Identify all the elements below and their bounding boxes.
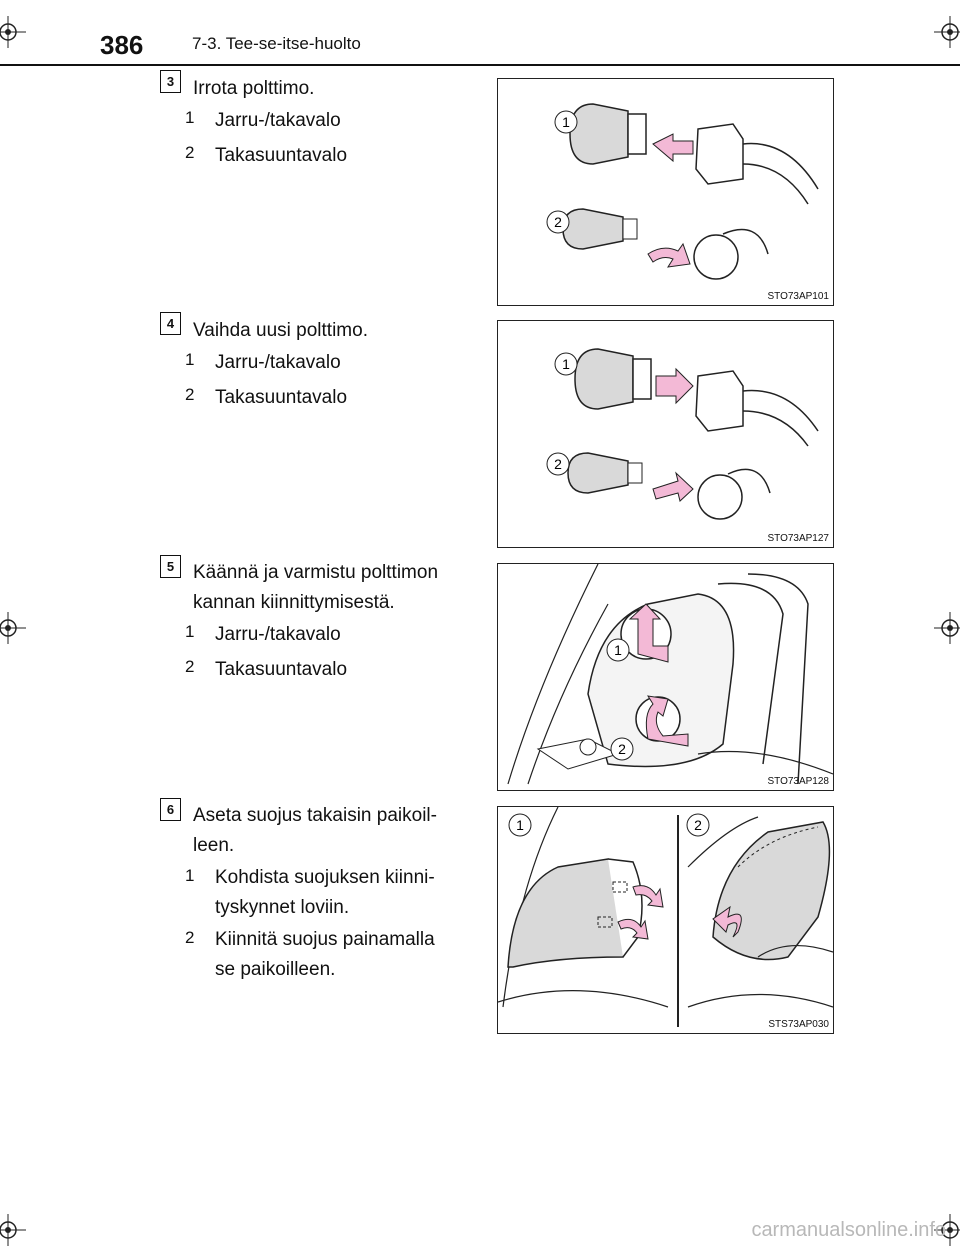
callout-label: 1: [562, 114, 570, 130]
page-number: 386: [100, 30, 144, 60]
callout-label: 1: [516, 817, 524, 833]
item-number: 2: [185, 928, 195, 947]
step-instruction: Irrota polttimo.: [193, 78, 315, 99]
crop-mark-icon: [934, 612, 960, 644]
callout-label: 2: [554, 456, 562, 472]
figure-code: STO73AP101: [767, 291, 829, 302]
figure-bulb-rotate: 1 2 STO73AP128: [497, 563, 834, 791]
callout-label: 1: [614, 642, 622, 658]
figure-bulb-install: 1 2 STO73AP127: [497, 320, 834, 548]
item-number: 2: [185, 143, 195, 162]
step-instruction: Aseta suojus takaisin paikoil- leen.: [193, 801, 477, 861]
item-label-line: tyskynnet loviin.: [215, 897, 350, 918]
step-number-badge: 6: [160, 798, 181, 821]
step-instruction: Vaihda uusi polttimo.: [193, 320, 368, 341]
item-label: Jarru-/takavalo: [215, 110, 341, 131]
item-label: Jarru-/takavalo: [215, 624, 341, 645]
item-number: 2: [185, 657, 195, 676]
figure-bulb-removal: 1 2 STO73AP101: [497, 78, 834, 306]
figure-code: STO73AP128: [767, 776, 829, 787]
item-label-line: Kiinnitä suojus painamalla: [215, 929, 435, 950]
cover-install-illustration: 1 2: [498, 807, 833, 1027]
callout-label: 2: [554, 214, 562, 230]
figure-code: STO73AP127: [767, 533, 829, 544]
figure-code: STS73AP030: [768, 1019, 829, 1030]
step-number-badge: 4: [160, 312, 181, 335]
item-number: 2: [185, 385, 195, 404]
taillight-housing-illustration: 1 2: [507, 564, 833, 785]
bulb-removal-illustration: 1 2: [546, 103, 819, 280]
item-label: Jarru-/takavalo: [215, 352, 341, 373]
crop-mark-icon: [934, 1214, 960, 1246]
item-label: Takasuuntavalo: [215, 145, 348, 166]
bulb-install-illustration: 1 2: [546, 348, 819, 520]
item-label: Kohdista suojuksen kiinni- tyskynnet lov…: [215, 863, 477, 923]
step-instruction-line: Aseta suojus takaisin paikoil-: [193, 805, 437, 826]
step-number-badge: 5: [160, 555, 181, 578]
step-instruction-line: Käännä ja varmistu polttimon: [193, 562, 439, 583]
item-label-line: se paikoilleen.: [215, 959, 336, 980]
figure-cover-install: 1 2 STS73AP030: [497, 806, 834, 1034]
crop-mark-icon: [0, 1214, 26, 1246]
watermark: carmanualsonline.info: [751, 1219, 946, 1241]
step-instruction: Käännä ja varmistu polttimon kannan kiin…: [193, 558, 477, 618]
crop-mark-icon: [0, 612, 26, 644]
section-title: 7-3. Tee-se-itse-huolto: [192, 34, 361, 53]
item-number: 1: [185, 108, 195, 127]
item-number: 1: [185, 622, 195, 641]
item-number: 1: [185, 866, 195, 885]
callout-label: 1: [562, 356, 570, 372]
crop-mark-icon: [0, 16, 26, 48]
step-instruction-line: leen.: [193, 835, 235, 856]
item-label-line: Kohdista suojuksen kiinni-: [215, 867, 435, 888]
callout-label: 2: [694, 817, 702, 833]
item-label: Kiinnitä suojus painamalla se paikoillee…: [215, 925, 477, 985]
step-number-badge: 3: [160, 70, 181, 93]
item-label: Takasuuntavalo: [215, 387, 348, 408]
callout-label: 2: [618, 741, 626, 757]
item-label: Takasuuntavalo: [215, 659, 348, 680]
header-rule: [0, 64, 960, 66]
item-number: 1: [185, 350, 195, 369]
step-instruction-line: kannan kiinnittymisestä.: [193, 592, 395, 613]
crop-mark-icon: [934, 16, 960, 48]
